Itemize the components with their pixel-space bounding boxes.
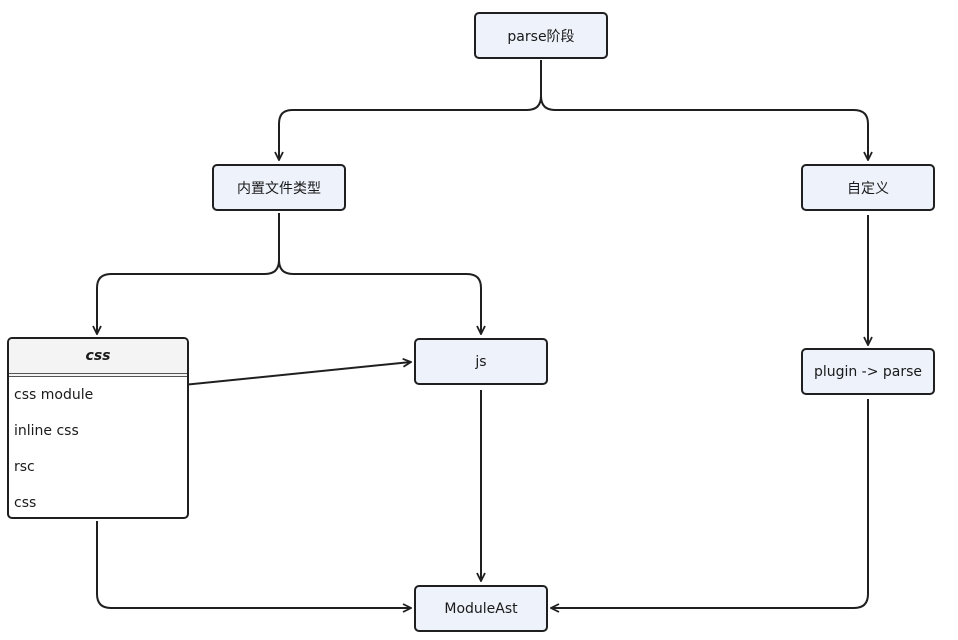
css-list-item: css module [14,387,94,403]
edge-builtin-to-js [278,259,481,334]
node-js: js [414,338,548,385]
edge-parse-to-builtin [279,60,542,160]
node-custom-label: 自定义 [847,180,889,197]
css-list-item: rsc [14,459,35,475]
css-list-item: inline css [14,423,79,439]
edge-builtin-to-css [97,213,280,334]
node-parse-stage-label: parse阶段 [507,28,575,45]
node-builtin-file-types: 内置文件类型 [212,164,346,211]
node-module-ast: ModuleAst [414,585,548,632]
css-list-item: css [14,495,37,511]
node-plugin-parse: plugin -> parse [801,348,935,395]
node-parse-stage: parse阶段 [474,12,608,59]
edge-plugin-to-moduleast [551,399,869,608]
css-list-title: css [9,339,187,377]
node-js-label: js [475,353,487,370]
edge-parse-to-custom [540,95,868,160]
node-css-list: css css module inline css rsc css [7,337,189,519]
node-module-ast-label: ModuleAst [444,600,518,617]
node-custom: 自定义 [801,164,935,211]
node-builtin-file-types-label: 内置文件类型 [237,180,321,197]
node-plugin-parse-label: plugin -> parse [813,363,923,380]
edge-css-to-moduleast [96,521,411,608]
